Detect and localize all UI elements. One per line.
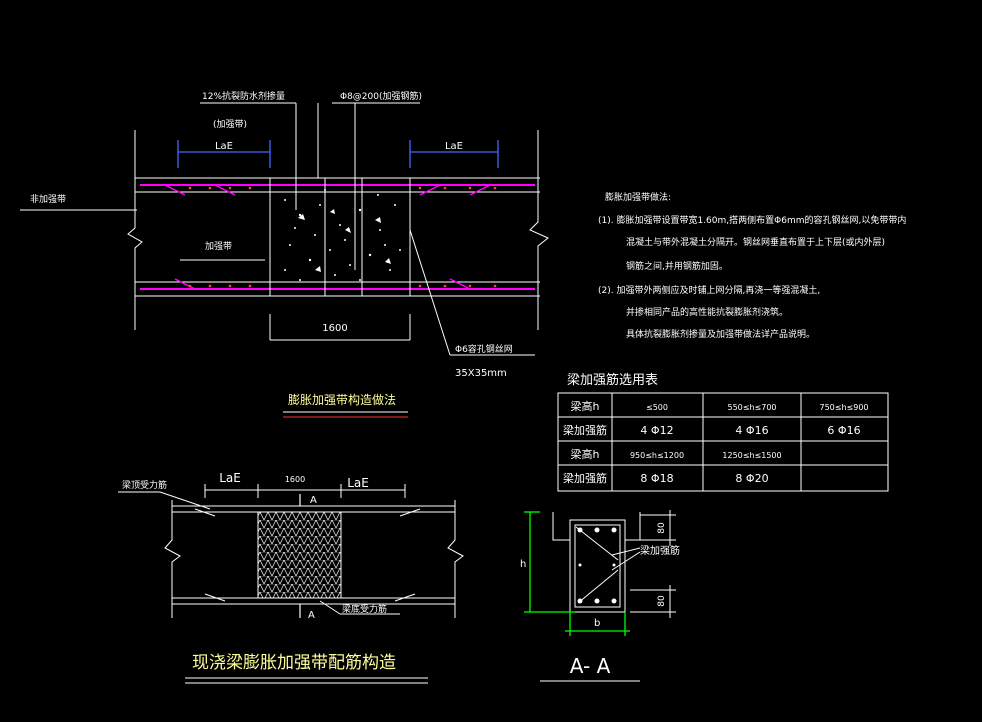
table-cell: 梁高h [571, 399, 600, 413]
loe-label-right: LaE [445, 141, 463, 152]
table-title: 梁加强筋选用表 [567, 372, 658, 388]
top-detail-title: 膨胀加强带构造做法 [288, 392, 396, 407]
table-cell: 4 Φ16 [735, 424, 768, 437]
note-2-line-2: 并掺相同产品的高性能抗裂膨胀剂浇筑。 [626, 306, 788, 318]
mesh-size: 35X35mm [455, 368, 507, 379]
notes: 膨胀加强带做法: (1). 膨胀加强带设置带宽1.60m,搭两侧布置Φ6mm的容… [598, 191, 906, 340]
break-line-right [529, 130, 549, 330]
table-cell: ≤500 [646, 403, 668, 412]
note-1-line-2: 混凝土与带外混凝土分隔开。钢丝网垂直布置于上下层(或内外层) [626, 236, 885, 248]
table-cell: 梁高h [571, 447, 600, 461]
dim-80-bottom: 80 [657, 595, 667, 607]
label-section-rebar: 梁加强筋 [640, 544, 680, 557]
section-mark-bottom: A [308, 610, 315, 621]
note-1-line-3: 钢筋之间,并用钢筋加固。 [626, 260, 728, 272]
dim-80-top: 80 [657, 522, 667, 534]
dim-1600-top: 1600 [322, 323, 347, 334]
table-cell: 4 Φ12 [640, 424, 673, 437]
section-a-a: 梁加强筋 h b 80 80 A- A [520, 510, 680, 682]
bottom-detail: LaE 1600 LaE A A 梁顶受力筋 梁底受力筋 现浇梁膨胀加强带配筋构… [118, 471, 464, 684]
beam-section [569, 519, 626, 613]
hatched-band [257, 511, 342, 599]
label-bottom-rebar: 梁底受力筋 [342, 603, 387, 615]
label-fei-jiaqiangdai: 非加强带 [30, 193, 66, 205]
loe-label-bottom-right: LaE [347, 476, 369, 490]
table-cell: 梁加强筋 [563, 423, 607, 437]
loe-label-left: LaE [215, 141, 233, 152]
note-2-line-1: (2). 加强带外两侧应及时铺上网分隔,再浇一等强混凝土, [598, 284, 820, 296]
table-cell: 750≤h≤900 [819, 403, 868, 412]
label-top-rebar: 梁顶受力筋 [122, 479, 167, 491]
expansion-band [269, 177, 411, 297]
rebar-table: 梁加强筋选用表 梁高h ≤500 550≤h≤700 750≤h≤900 梁加强筋 4 Φ… [557, 372, 889, 492]
table-cell: 8 Φ18 [640, 472, 673, 485]
table-cell: 1250≤h≤1500 [722, 451, 781, 460]
label-12pct: 12%抗裂防水剂掺量 [202, 90, 285, 102]
notes-heading: 膨胀加强带做法: [605, 191, 671, 203]
note-1-line-1: (1). 膨胀加强带设置带宽1.60m,搭两侧布置Φ6mm的容孔钢丝网,以免带带… [598, 214, 906, 226]
bottom-detail-title: 现浇梁膨胀加强带配筋构造 [192, 653, 396, 673]
loe-label-bottom-left: LaE [219, 471, 241, 485]
note-2-line-3: 具体抗裂膨胀剂掺量及加强带做法详产品说明。 [626, 328, 815, 340]
table-cell: 950≤h≤1200 [630, 451, 684, 460]
top-detail: LaE LaE 12%抗裂防水剂掺量 (加强带) Φ8@200(加强钢筋) 非加… [20, 90, 549, 418]
section-b-label: b [594, 618, 600, 629]
break-line-left [127, 130, 143, 330]
table-cell: 550≤h≤700 [727, 403, 776, 412]
section-mark-top: A [310, 495, 317, 506]
mesh-label: Φ6容孔钢丝网 [455, 343, 513, 355]
section-title: A- A [570, 654, 611, 678]
concrete-stipple [284, 189, 401, 281]
table-cell: 8 Φ20 [735, 472, 768, 485]
table-cell: 6 Φ16 [827, 424, 860, 437]
label-rebar: Φ8@200(加强钢筋) [340, 90, 422, 102]
table-cell: 梁加强筋 [563, 471, 607, 485]
label-jiaqiangdai: (加强带) [213, 119, 247, 130]
dim-1600-bottom: 1600 [285, 475, 305, 484]
label-jiaqiangdai-inner: 加强带 [205, 241, 232, 252]
section-h-label: h [520, 559, 526, 570]
